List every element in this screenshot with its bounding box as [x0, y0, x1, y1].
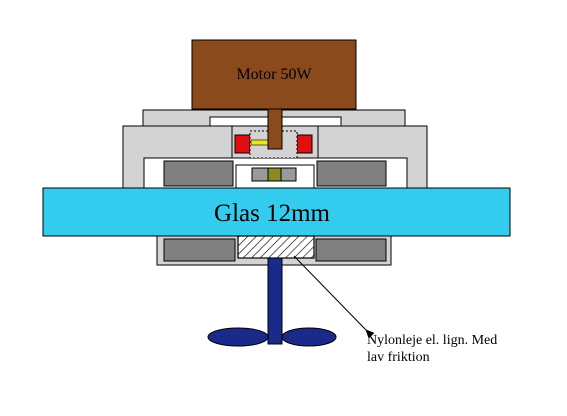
- annotation-line-2: lav friktion: [367, 350, 430, 365]
- motor-label: Motor 50W: [236, 66, 312, 83]
- annotation-line-1: Nylonleje el. lign. Med: [367, 333, 497, 348]
- lower-shaft: [267, 257, 283, 345]
- bearing-left-red: [234, 134, 251, 154]
- nylon-bearing: [237, 235, 315, 259]
- lower-left-magnet: [163, 238, 236, 262]
- motor-shaft: [267, 108, 283, 150]
- coupling-olive-block: [267, 167, 282, 182]
- annotation-arrow: [293, 255, 375, 339]
- glass-label: Glas 12mm: [214, 200, 331, 227]
- impeller-right-blade: [281, 327, 337, 347]
- bearing-right-red: [296, 134, 313, 154]
- bearing-yellow-strip: [250, 139, 269, 146]
- upper-right-magnet: [316, 160, 387, 187]
- motor-box: [191, 39, 357, 110]
- lower-right-magnet: [315, 238, 387, 262]
- impeller-left-blade: [207, 327, 269, 347]
- upper-left-magnet: [163, 160, 234, 187]
